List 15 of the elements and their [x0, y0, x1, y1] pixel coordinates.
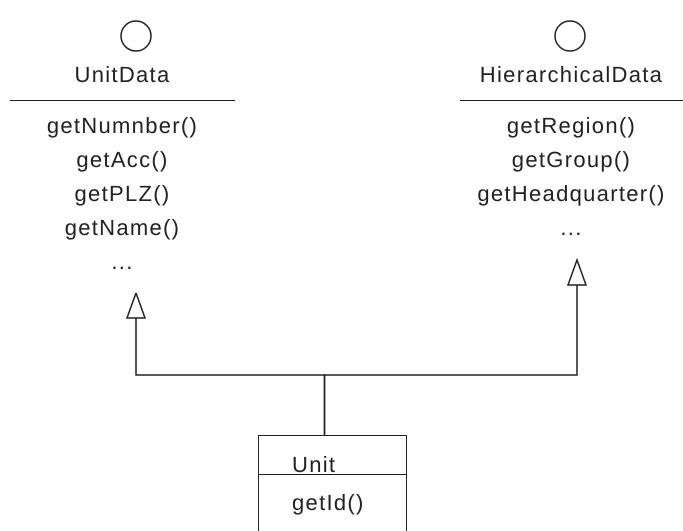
method-name: getAcc()	[76, 146, 169, 174]
class-box	[258, 435, 407, 531]
method-name: getRegion()	[506, 112, 636, 140]
method-name: getNumnber()	[46, 112, 198, 140]
interface-name: UnitData	[74, 61, 170, 89]
method-name: getPLZ()	[74, 180, 170, 208]
method-name: ...	[560, 214, 583, 242]
method-name: getHeadquarter()	[477, 180, 666, 208]
method-name: ...	[111, 248, 134, 276]
method-name: getName()	[64, 214, 180, 242]
interface-name: HierarchicalData	[480, 61, 664, 89]
method-name: getGroup()	[512, 146, 632, 174]
inheritance-arrow	[324, 259, 587, 435]
method-name: getId()	[292, 489, 365, 517]
class-name: Unit	[292, 451, 336, 479]
